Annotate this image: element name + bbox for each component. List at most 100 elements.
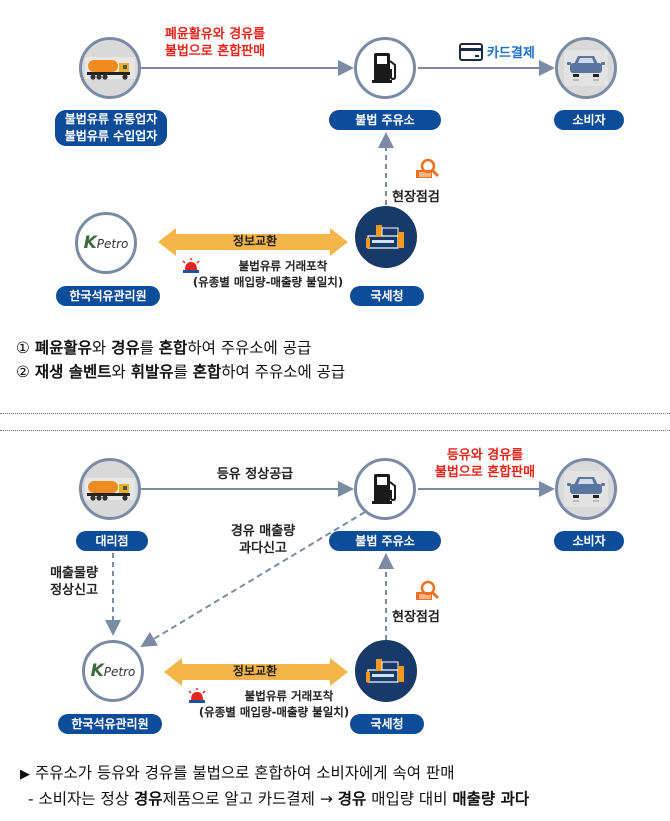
emphasis-text: 혼합	[158, 339, 188, 357]
d2-node-consumer	[555, 458, 617, 520]
note-1-item: ① 폐윤활유와 경유를 혼합하여 주유소에 공급	[16, 336, 345, 360]
d1-exchange-label: 정보교환	[232, 234, 278, 248]
siren-icon	[188, 688, 206, 703]
d2-node-dealer	[79, 458, 141, 520]
d2-edge-label-overreport: 경유 매출량 과다신고	[218, 523, 308, 557]
mixing-label-line2: 불법으로 혼합판매	[164, 44, 266, 59]
tanker-truck-icon	[85, 478, 135, 501]
d1-edge-label-mixing: 폐윤활유와 경유를 불법으로 혼합판매	[150, 26, 280, 60]
emphasis-text: 폐윤활유	[34, 339, 92, 357]
d1-label-nts: 국세청	[350, 286, 424, 306]
d2-exchange-label: 정보교환	[232, 664, 278, 678]
kpetro-logo-text: Petro	[103, 665, 136, 679]
normal-report-line1: 매출물량	[50, 566, 98, 581]
d2-siren-icon	[186, 688, 208, 708]
d2-node-nts	[355, 640, 417, 702]
mixing-label-line2: 불법으로 혼합판매	[434, 465, 536, 480]
overreport-line2: 과다신고	[239, 541, 287, 556]
plain-text: 를	[173, 363, 193, 381]
detection-line1: 불법유류 거래포착	[244, 689, 334, 703]
normal-report-line2: 정상신고	[50, 583, 98, 598]
plain-text: 하여 주유소에 공급	[221, 363, 346, 381]
note-1-item: ② 재생 솔벤트와 휘발유를 혼합하여 주유소에 공급	[16, 360, 345, 384]
d2-label-consumer: 소비자	[554, 531, 624, 551]
card-payment-label: 카드결제	[487, 46, 535, 61]
emphasis-text: 휘발유	[130, 363, 174, 381]
plain-text: 하여 주유소에 공급	[187, 339, 312, 357]
plain-text: 제품으로 알고 카드결제 →	[162, 790, 338, 808]
d2-exchange-arrow	[164, 658, 348, 686]
d2-node-station	[354, 458, 416, 520]
emphasis-text: 매출량 과다	[452, 790, 530, 808]
d1-node-nts	[355, 206, 417, 268]
detection-line2: (유종별 매입량-매출량 불일치)	[192, 275, 344, 289]
emphasis-text: 경유	[337, 790, 367, 808]
plain-text: 매입량 대비	[366, 790, 453, 808]
notes-2: ▶ 주유소가 등유와 경유를 불법으로 혼합하여 소비자에게 속여 판매 - 소…	[20, 761, 529, 811]
distributor-label-line2: 불법유류 수입업자	[64, 129, 158, 143]
mixing-label-line1: 폐윤활유와 경유를	[164, 27, 266, 42]
kpetro-logo: K Petro	[91, 661, 136, 681]
d2-label-dealer: 대리점	[76, 531, 148, 551]
note-text: 재생 솔벤트와 휘발유를 혼합하여 주유소에 공급	[35, 363, 345, 381]
note-2-line2: - 소비자는 정상 경유제품으로 알고 카드결제 → 경유 매입량 대비 매출량…	[20, 787, 529, 811]
plain-text: 와	[111, 363, 131, 381]
d1-exchange-arrow	[158, 228, 348, 256]
tanker-truck-icon	[85, 57, 135, 80]
d2-edge-label-normal-report: 매출물량 정상신고	[44, 565, 104, 599]
d2-label-nts: 국세청	[350, 714, 424, 734]
note-number: ②	[16, 363, 30, 381]
plain-text: 와	[91, 339, 112, 357]
d2-edge-label-mixing: 등유와 경유를 불법으로 혼합판매	[420, 447, 550, 481]
car-icon	[564, 471, 608, 507]
d1-node-station	[354, 37, 416, 99]
tax-inspection-icon	[416, 158, 440, 178]
d1-detection-label: 불법유류 거래포착 (유종별 매입량-매출량 불일치)	[178, 258, 358, 290]
d1-node-kpetro: K Petro	[75, 212, 137, 274]
fuel-pump-icon	[372, 474, 396, 504]
building-icon	[366, 659, 404, 683]
section-divider	[0, 413, 670, 414]
d2-edge-label-supply: 등유 정상공급	[216, 467, 294, 482]
d2-edge-station-kpetro	[140, 511, 366, 648]
d1-label-station: 불법 주유소	[329, 110, 441, 130]
notes-1: ① 폐윤활유와 경유를 혼합하여 주유소에 공급 ② 재생 솔벤트와 휘발유를 …	[16, 336, 345, 384]
tax-inspection-icon	[416, 580, 440, 600]
d1-node-consumer	[555, 37, 617, 99]
d2-label-station: 불법 주유소	[329, 531, 441, 551]
d1-label-kpetro: 한국석유관리원	[56, 286, 160, 306]
note-text: 폐윤활유와 경유를 혼합하여 주유소에 공급	[35, 339, 311, 357]
d1-tax-inspection-icon	[414, 158, 440, 184]
mixing-label-line1: 등유와 경유를	[446, 448, 524, 463]
kpetro-logo: K Petro	[84, 233, 129, 253]
detection-line1: 불법유류 거래포착	[238, 259, 328, 273]
plain-text: - 소비자는 정상	[28, 790, 134, 808]
emphasis-text: 경유	[133, 790, 163, 808]
d1-node-distributor	[79, 37, 141, 99]
building-icon	[366, 225, 404, 249]
car-icon	[564, 50, 608, 86]
distributor-label-line1: 불법유류 유통업자	[64, 112, 158, 126]
d2-node-kpetro: K Petro	[82, 640, 144, 702]
note-2-line1-text: 주유소가 등유와 경유를 불법으로 혼합하여 소비자에게 속여 판매	[34, 764, 455, 782]
kpetro-logo-k: K	[90, 661, 104, 681]
credit-card-icon	[459, 42, 483, 61]
d2-label-kpetro: 한국석유관리원	[58, 714, 162, 734]
plain-text: 를	[139, 339, 159, 357]
emphasis-text: 경유	[111, 339, 140, 357]
overreport-line1: 경유 매출량	[230, 524, 296, 539]
section-divider	[0, 430, 670, 431]
d1-siren-icon	[180, 258, 202, 278]
d1-label-consumer: 소비자	[554, 110, 624, 130]
note-2-line1: ▶ 주유소가 등유와 경유를 불법으로 혼합하여 소비자에게 속여 판매	[20, 761, 529, 787]
detection-line2: (유종별 매입량-매출량 불일치)	[198, 705, 350, 719]
d2-detection-label: 불법유류 거래포착 (유종별 매입량-매출량 불일치)	[184, 688, 364, 720]
d1-edge-label-card: 카드결제	[459, 42, 535, 61]
d1-label-distributor: 불법유류 유통업자 불법유류 수입업자	[55, 110, 167, 146]
note-number: ①	[16, 339, 30, 357]
emphasis-text: 혼합	[192, 363, 222, 381]
kpetro-logo-text: Petro	[96, 237, 129, 251]
emphasis-text: 재생 솔벤트	[34, 363, 112, 381]
kpetro-logo-k: K	[83, 233, 97, 253]
